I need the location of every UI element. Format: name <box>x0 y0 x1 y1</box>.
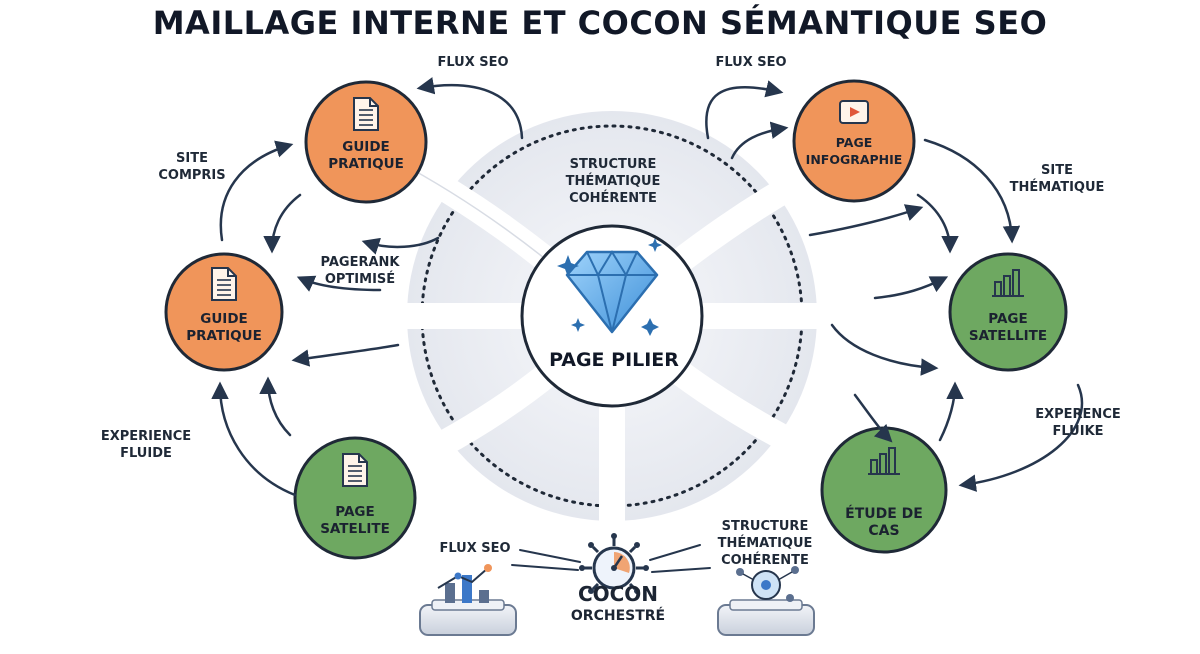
arrow-site-thematique <box>923 138 1021 244</box>
arrow-center-to-infographie <box>808 204 924 237</box>
arrow-flux-seo-bottom-2 <box>511 564 579 571</box>
arrow-experience-left <box>211 381 297 497</box>
cocon-label-line2: ORCHESTRÉ <box>570 608 666 624</box>
bar-chart-icon <box>868 447 900 475</box>
node-circle <box>293 436 417 560</box>
node-satellite-r <box>948 252 1068 372</box>
node-label-line2: CAS <box>868 523 900 539</box>
cocon-label-line1: COCON <box>577 582 659 606</box>
arrow-etude-up <box>938 381 964 442</box>
arrow-center-to-left <box>291 343 400 367</box>
node-label-guide-left: GUIDE PRATIQUE <box>164 311 284 345</box>
cocon-label: COCON ORCHESTRÉ <box>548 582 688 626</box>
node-layer <box>164 79 1068 560</box>
label-line: EXPERIENCE <box>100 429 192 444</box>
document-icon <box>342 453 368 487</box>
diamond-icon <box>565 250 659 334</box>
pillar-label: PAGE PILIER <box>549 349 679 371</box>
node-label-guide-top: GUIDE PRATIQUE <box>306 139 426 173</box>
label-line: COMPRIS <box>158 168 226 183</box>
node-label-etude: ÉTUDE DE CAS <box>822 506 946 540</box>
label-experience-left: EXPERIENCE FLUIDE <box>86 428 206 462</box>
label-line: FLUIDE <box>120 446 172 461</box>
arrow-layer <box>211 77 1084 573</box>
label-line: SITE <box>176 151 208 166</box>
arrow-guide-down <box>263 193 302 254</box>
label-structure-center: STRUCTURE THÉMATIQUE COHÉRENTE <box>548 156 678 207</box>
node-satelite-bl <box>293 436 417 560</box>
node-label-line2: SATELITE <box>320 521 390 537</box>
label-flux-seo-top-left: FLUX SEO <box>437 55 509 70</box>
node-infographie <box>792 79 916 203</box>
node-circle <box>792 79 916 203</box>
video-icon <box>839 100 869 124</box>
arrow-pagerank-from-center <box>361 236 440 255</box>
arrow-pagerank-left <box>296 275 382 292</box>
label-line: THÉMATIQUE <box>1009 180 1105 195</box>
bar-chart-icon <box>992 269 1024 297</box>
label-line: SITE <box>1041 163 1073 178</box>
arrow-site-compris <box>219 140 294 242</box>
node-label-line2: PRATIQUE <box>186 328 262 344</box>
node-circle <box>304 80 428 204</box>
arrow-structure-bottom <box>649 544 701 561</box>
label-line: STRUCTURE <box>721 519 809 534</box>
label-line: PAGERANK <box>320 255 400 270</box>
label-pagerank: PAGERANK OPTIMISÉ <box>305 254 415 288</box>
node-label-infographie: PAGE INFOGRAPHIE <box>792 134 916 168</box>
node-guide-top <box>304 80 428 204</box>
node-label-line1: GUIDE <box>342 139 390 155</box>
label-line: STRUCTURE <box>569 157 657 172</box>
node-label-satellite-r: PAGE SATELLITE <box>946 311 1070 345</box>
node-label-line1: PAGE <box>988 311 1028 327</box>
arrow-to-infographie <box>730 121 789 160</box>
arrow-structure-bottom-2 <box>651 567 711 573</box>
label-flux-seo-bottom: FLUX SEO <box>439 541 511 556</box>
node-label-line1: PAGE <box>835 135 873 150</box>
arrow-to-satellite <box>873 276 949 300</box>
arrow-satellite-to-center <box>830 323 939 376</box>
document-icon <box>353 97 379 131</box>
label-site-compris: SITE COMPRIS <box>142 150 242 184</box>
label-site-thematique: SITE THÉMATIQUE <box>1002 162 1112 196</box>
sparkle-icon <box>557 238 662 336</box>
label-line: COHÉRENTE <box>721 553 809 568</box>
node-label-line1: GUIDE <box>200 311 248 327</box>
node-circle <box>948 252 1068 372</box>
label-experience-right: EXPERENCE FLUIKE <box>1018 406 1138 440</box>
node-circle <box>164 252 284 372</box>
node-label-line2: INFOGRAPHIE <box>805 152 903 167</box>
node-guide-left <box>164 252 284 372</box>
arrow-to-etude <box>853 393 893 443</box>
label-line: THÉMATIQUE <box>717 536 813 551</box>
arrow-infographie-down <box>916 193 959 254</box>
label-line: FLUIKE <box>1052 424 1104 439</box>
label-structure-bottom: STRUCTURE THÉMATIQUE COHÉRENTE <box>700 518 830 569</box>
node-label-line2: PRATIQUE <box>328 156 404 172</box>
node-label-line1: ÉTUDE DE <box>845 506 923 522</box>
arrow-flux-seo-bottom <box>519 549 581 563</box>
node-label-satelite-bl: PAGE SATELITE <box>295 504 415 538</box>
label-line: THÉMATIQUE <box>565 174 661 189</box>
dial-icon <box>579 533 649 594</box>
label-flux-seo-top-right: FLUX SEO <box>715 55 787 70</box>
node-label-line2: SATELLITE <box>968 328 1048 344</box>
arrow-satelite-up <box>259 376 292 437</box>
node-label-line1: PAGE <box>335 504 375 520</box>
label-line: COHÉRENTE <box>569 191 657 206</box>
network-podium-icon <box>717 566 815 636</box>
arrow-flux-seo-right <box>705 80 784 140</box>
page-title: MAILLAGE INTERNE ET COCON SÉMANTIQUE SEO <box>152 4 1048 42</box>
chart-podium-icon <box>419 564 517 636</box>
label-line: EXPERENCE <box>1035 407 1121 422</box>
label-line: OPTIMISÉ <box>324 272 396 287</box>
arrow-flux-seo-left <box>416 77 524 140</box>
document-icon <box>211 267 237 301</box>
arrow-experence-right <box>958 383 1084 492</box>
